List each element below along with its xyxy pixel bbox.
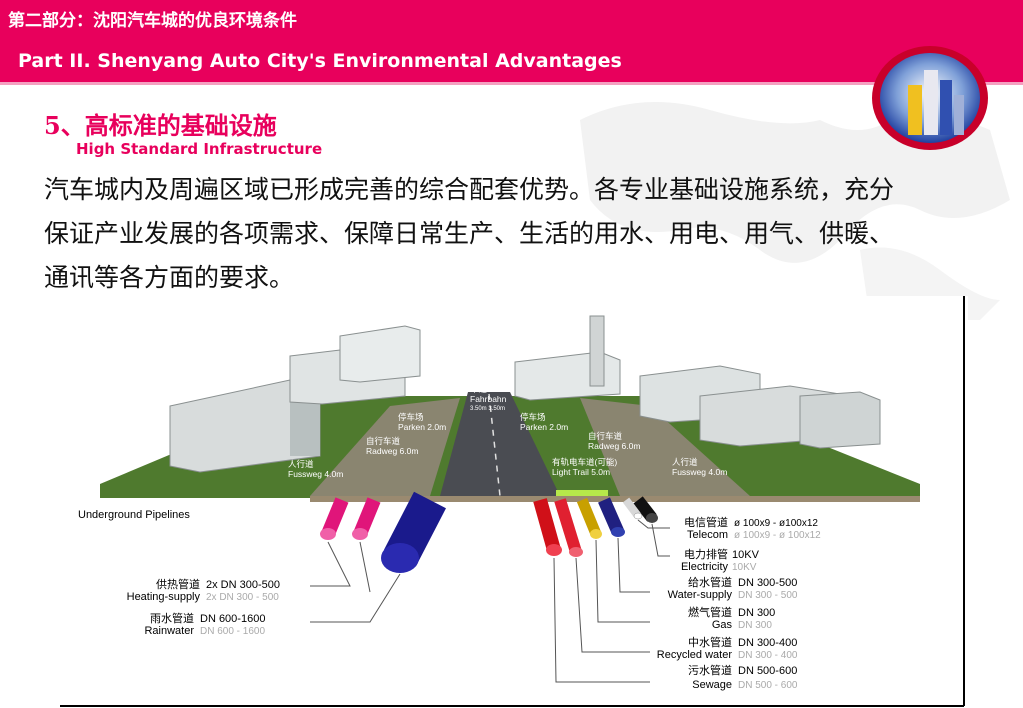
main-road — [440, 392, 560, 496]
recycled-spec-en: DN 300 - 400 — [738, 650, 798, 661]
section-title-en: High Standard Infrastructure — [76, 140, 323, 158]
bike-left-de: Radweg 6.0m — [366, 446, 418, 456]
section-title-zh: 5、高标准的基础设施 — [44, 111, 277, 140]
heating-label-zh: 供热管道 — [156, 577, 200, 591]
gas-pipe — [576, 497, 602, 539]
lane-label-dim: 3.50m 3.50m — [470, 406, 505, 412]
recycled-water-pipe — [554, 498, 583, 557]
building-left-3 — [339, 325, 421, 383]
city-logo-icon — [872, 46, 988, 150]
water-supply-pipe — [598, 497, 625, 537]
recycled-label-en: Recycled water — [657, 649, 733, 661]
lane-label-zh: 车道 — [470, 384, 488, 394]
parking-right-de: Parken 2.0m — [520, 422, 568, 432]
telecom-pipe — [622, 497, 643, 520]
recycled-spec: DN 300-400 — [738, 637, 797, 649]
gas-spec-en: DN 300 — [738, 620, 772, 631]
telecom-spec: ø 100x9 - ø100x12 — [734, 518, 818, 529]
header-bar: 第二部分：沈阳汽车城的优良环境条件 Part II. Shenyang Auto… — [0, 0, 1023, 82]
gas-label-en: Gas — [712, 619, 733, 631]
sewage-spec-en: DN 500 - 600 — [738, 680, 798, 691]
sewage-spec: DN 500-600 — [738, 665, 797, 677]
rail-label-de: Light Trail 5.0m — [552, 467, 610, 477]
rainwater-label-en: Rainwater — [144, 625, 194, 637]
walk-right-zh: 人行道 — [672, 457, 698, 467]
heating-spec: 2x DN 300-500 — [206, 579, 280, 591]
parking-left-zh: 停车场 — [398, 412, 424, 422]
electricity-label-zh: 电力排管 — [684, 547, 728, 561]
sewage-label-zh: 污水管道 — [688, 663, 732, 677]
heating-label-en: Heating-supply — [127, 591, 201, 603]
gas-spec: DN 300 — [738, 607, 775, 619]
rainwater-spec: DN 600-1600 — [200, 613, 265, 625]
electricity-label-en: Electricity — [681, 561, 729, 573]
light-rail-strip — [556, 490, 608, 497]
left-bike-lane — [310, 398, 460, 496]
gas-label-zh: 燃气管道 — [688, 605, 732, 619]
water-spec: DN 300-500 — [738, 577, 797, 589]
rainwater-label-zh: 雨水管道 — [150, 611, 194, 625]
bike-right-zh: 自行车道 — [588, 431, 623, 441]
header-title-en: Part II. Shenyang Auto City's Environmen… — [18, 50, 622, 72]
rail-label-zh: 有轨电车道(可能) — [552, 457, 617, 467]
parking-right-zh: 停车场 — [520, 412, 546, 422]
bike-left-zh: 自行车道 — [366, 436, 401, 446]
water-label-zh: 给水管道 — [688, 575, 732, 589]
electricity-spec: 10KV — [732, 549, 760, 561]
lane-label-de: Fahrbahn — [470, 394, 507, 404]
walk-left-de: Fussweg 4.0m — [288, 469, 343, 479]
tower-right — [589, 315, 605, 387]
sewage-pipe — [533, 498, 562, 556]
heating-spec-en: 2x DN 300 - 500 — [206, 592, 279, 603]
sewage-label-en: Sewage — [692, 679, 732, 691]
heating-pipe-1 — [320, 497, 349, 540]
recycled-label-zh: 中水管道 — [688, 635, 732, 649]
telecom-spec-en: ø 100x9 - ø 100x12 — [734, 530, 821, 541]
section-body-text: 汽车城内及周遍区域已形成完善的综合配套优势。各专业基础设施系统，充分保证产业发展… — [44, 175, 895, 292]
rainwater-pipe — [381, 491, 446, 573]
walk-left-zh: 人行道 — [288, 459, 314, 469]
telecom-label-zh: 电信管道 — [684, 515, 728, 529]
electricity-pipe — [633, 496, 658, 523]
electricity-spec-en: 10KV — [732, 562, 757, 573]
water-spec-en: DN 300 - 500 — [738, 590, 798, 601]
telecom-label-en: Telecom — [687, 529, 728, 541]
heating-pipe-2 — [352, 497, 381, 540]
bike-right-de: Radweg 6.0m — [588, 441, 640, 451]
header-divider — [0, 82, 1023, 85]
right-bike-lane — [580, 398, 750, 496]
parking-left-de: Parken 2.0m — [398, 422, 446, 432]
infrastructure-cross-section-diagram: 车道 Fahrbahn 3.50m 3.50m 停车场 Parken 2.0m … — [60, 296, 968, 708]
rainwater-spec-en: DN 600 - 1600 — [200, 626, 265, 637]
underground-pipelines-title: Underground Pipelines — [78, 509, 190, 521]
walk-right-de: Fussweg 4.0m — [672, 467, 727, 477]
header-title-zh: 第二部分：沈阳汽车城的优良环境条件 — [8, 11, 297, 31]
water-label-en: Water-supply — [668, 589, 733, 601]
